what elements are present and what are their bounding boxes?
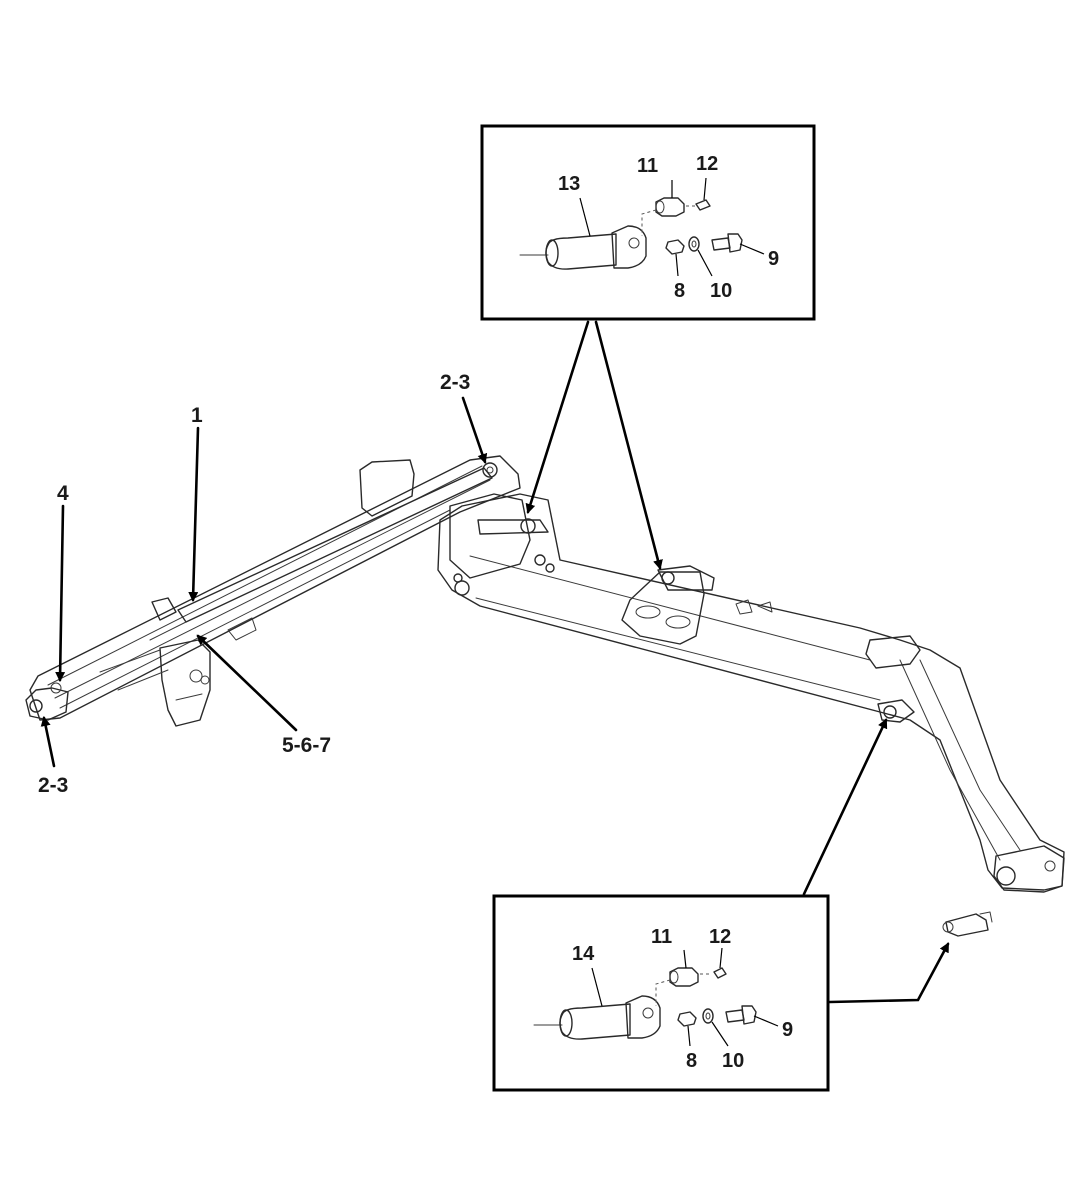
leader-part-2-3-lower [40,716,56,768]
callout-part-2-3-lower: 2-3 [38,774,68,797]
callout-part-2-3-upper: 2-3 [440,371,470,394]
top-callout-10: 10 [710,280,732,302]
leader-bottom-detail-up [802,718,888,896]
top-callout-13: 13 [558,173,580,195]
pin-13-drawing [519,197,647,270]
leader-part-1 [188,426,200,602]
bottom-callout-12: 12 [709,926,731,948]
cap-12-lower-drawing [700,947,727,979]
dipper-arm [25,455,521,727]
callout-part-5-6-7: 5-6-7 [282,734,331,757]
pin-14-drawing [533,967,661,1040]
nut-8-drawing [665,239,685,277]
nut-8-lower-drawing [677,1011,697,1047]
callout-part-1: 1 [191,404,203,427]
grease-fitting-11-lower-drawing [655,949,699,1006]
bottom-callout-9: 9 [782,1019,793,1041]
bottom-callout-11: 11 [651,926,672,948]
top-callout-11: 11 [637,155,658,177]
leader-bottom-detail-right [828,942,950,1004]
bottom-detail-frame [492,894,830,1092]
top-callout-12: 12 [696,153,718,175]
loose-pin-part [942,911,993,937]
top-detail-frame [480,124,816,321]
leader-lines [40,320,950,1004]
bolt-9-lower-drawing [725,1005,779,1027]
washer-10-lower-drawing [702,1008,729,1047]
top-callout-9: 9 [768,248,779,270]
bottom-callout-8: 8 [686,1050,697,1072]
washer-10-drawing [688,236,713,277]
main-boom [437,493,1065,893]
leader-top-detail-left [525,320,590,514]
leader-top-detail-right [594,320,663,570]
bottom-detail-box: 14 11 12 9 8 10 [492,894,830,1092]
main-callouts: 1 4 2-3 2-3 5-6-7 [38,371,470,797]
boom-assembly [25,455,1065,937]
leader-part-2-3-upper [461,396,488,464]
bolt-9-drawing [711,233,765,255]
grease-fitting-11-drawing [641,180,685,236]
top-callout-8: 8 [674,280,685,302]
leader-part-5-6-7 [196,634,298,732]
callout-part-4: 4 [57,482,69,505]
bottom-callout-14: 14 [572,943,595,965]
top-detail-box: 13 11 12 9 8 10 [480,124,816,321]
bottom-callout-10: 10 [722,1050,744,1072]
cap-12-drawing [686,177,711,211]
leader-part-4 [55,504,66,682]
